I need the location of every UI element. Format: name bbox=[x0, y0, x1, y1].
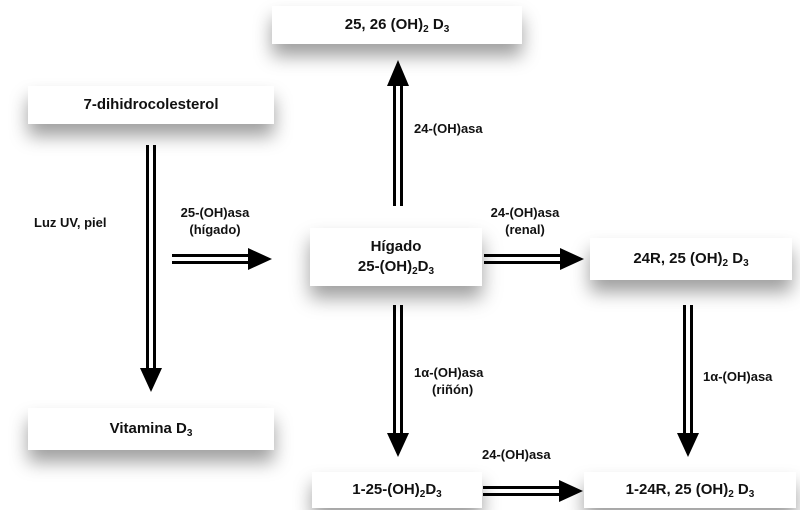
node-7-dihidrocolesterol: 7-dihidrocolesterol bbox=[28, 86, 274, 124]
node-24r-25-oh2-d3: 24R, 25 (OH)2 D3 bbox=[590, 238, 792, 280]
arrow-7dhc-to-vitd3 bbox=[140, 145, 162, 392]
node-higado: Hígado 25-(OH)2D3 bbox=[310, 228, 482, 286]
label-1a-oh-asa-rinon: 1α-(OH)asa (riñón) bbox=[414, 365, 484, 397]
label-25-oh-asa-higado: 25-(OH)asa (hígado) bbox=[180, 205, 250, 237]
arrow-125-to-124r bbox=[483, 480, 583, 502]
label-luz-uv-piel: Luz UV, piel bbox=[34, 215, 107, 230]
label-24-oh-asa-up: 24-(OH)asa bbox=[414, 121, 483, 136]
label-1a-oh-asa-right: 1α-(OH)asa bbox=[703, 369, 773, 384]
node-1-24r-25-oh2-d3: 1-24R, 25 (OH)2 D3 bbox=[584, 472, 796, 508]
arrow-24r-to-124r bbox=[677, 305, 699, 457]
node-1-25-oh2-d3: 1-25-(OH)2D3 bbox=[312, 472, 482, 508]
label-24-oh-asa-bottom: 24-(OH)asa bbox=[482, 447, 551, 462]
arrow-higado-to-2526 bbox=[387, 60, 409, 206]
node-vitamina-d3: Vitamina D3 bbox=[28, 408, 274, 450]
arrow-higado-to-125 bbox=[387, 305, 409, 457]
arrow-to-higado bbox=[172, 248, 272, 270]
label-24-oh-asa-renal: 24-(OH)asa (renal) bbox=[490, 205, 560, 237]
arrow-higado-to-24r bbox=[484, 248, 584, 270]
node-25-26-oh2-d3: 25, 26 (OH)2 D3 bbox=[272, 6, 522, 44]
